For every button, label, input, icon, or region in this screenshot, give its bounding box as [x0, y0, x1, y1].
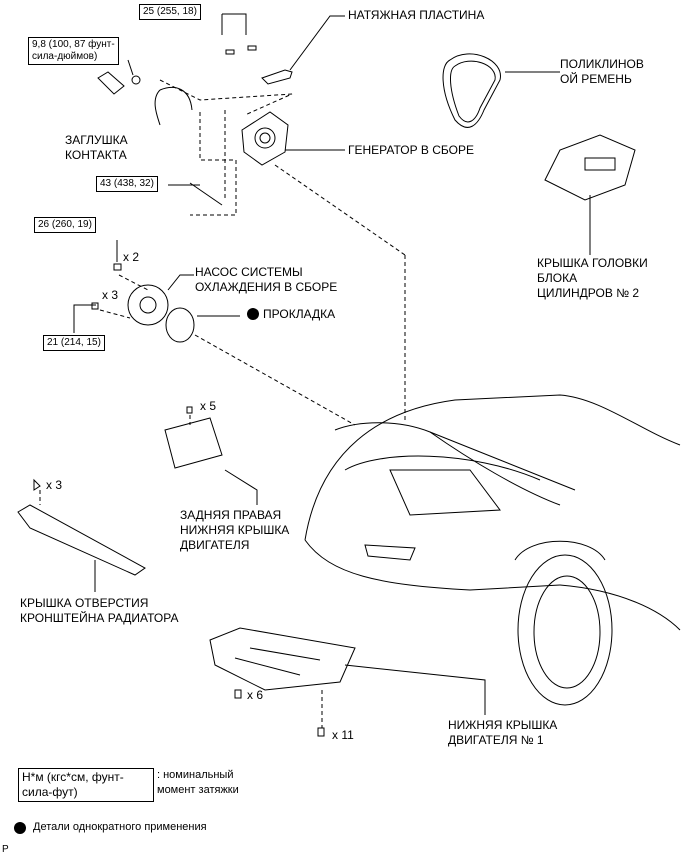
label-pump: НАСОС СИСТЕМЫ ОХЛАЖДЕНИЯ В СБОРЕ: [195, 265, 338, 294]
dash-4: [274, 164, 406, 256]
label-tension-plate: НАТЯЖНАЯ ПЛАСТИНА: [348, 8, 485, 22]
dash-1: [159, 79, 293, 116]
bolt-icon: [91, 302, 99, 310]
gasket-icon: [165, 307, 195, 343]
bolt-icon: [186, 406, 193, 414]
bolt-icon: [225, 49, 235, 55]
torque-box-pump-top: 26 (260, 19): [34, 217, 96, 233]
bolt-icon: [247, 45, 257, 51]
belt-icon: [442, 53, 501, 128]
leader-t2: [127, 59, 134, 76]
legend-single-use: Детали однократного применения: [33, 821, 207, 833]
legend-unit-desc: : номинальный момент затяжки: [157, 769, 239, 796]
torque-box-plug: 9,8 (100, 87 фунт- сила-дюймов): [28, 37, 119, 65]
leader-tension-plate: [289, 15, 345, 71]
single-use-dot: [247, 308, 259, 320]
label-plug: ЗАГЛУШКА КОНТАКТА: [65, 133, 128, 162]
label-radiator-cover: КРЫШКА ОТВЕРСТИЯ КРОНШТЕЙНА РАДИАТОРА: [20, 596, 179, 625]
bolt-icon: [33, 478, 41, 491]
dash-2: [190, 112, 237, 216]
leader-rear: [224, 469, 258, 505]
legend-unit-box: Н*м (кгс*см, фунт- сила-фут): [18, 768, 154, 802]
long-bolt-icon: [189, 182, 223, 206]
generator-icon: [241, 111, 289, 166]
torque-box-pump-side: 21 (214, 15): [43, 335, 105, 351]
legend-dot: [14, 822, 26, 834]
rear-cover-icon: [164, 417, 223, 469]
dash-7: [118, 274, 149, 291]
label-gasket: ПРОКЛАДКА: [263, 307, 336, 321]
plug-icon: [97, 71, 125, 95]
tension-plate-icon: [261, 69, 293, 85]
label-generator: ГЕНЕРАТОР В СБОРЕ: [348, 143, 474, 157]
qty-radiator: x 3: [46, 478, 63, 492]
lower-cover-icon: [209, 627, 356, 691]
qty-rear: x 5: [200, 399, 217, 413]
qty-pump-side: x 3: [102, 288, 119, 302]
leader-t1: [222, 13, 247, 35]
label-belt: ПОЛИКЛИНОВ ОЙ РЕМЕНЬ: [560, 57, 644, 86]
corner-mark: P: [2, 844, 9, 855]
torque-box-long-bolt: 43 (438, 32): [96, 176, 158, 192]
radiator-cover-icon: [17, 504, 146, 576]
label-head-cover: КРЫШКА ГОЛОВКИ БЛОКА ЦИЛИНДРОВ № 2: [537, 256, 648, 300]
qty-pump-top: x 2: [123, 250, 140, 264]
torque-box-tension: 25 (255, 18): [139, 4, 201, 20]
qty-lower-b: x 11: [332, 728, 354, 742]
dash-8: [99, 309, 131, 319]
wheel-icon: [517, 554, 613, 706]
car-body-icon: [304, 394, 681, 541]
bolt-icon: [234, 689, 242, 699]
nut-icon: [131, 75, 141, 85]
bolt-icon: [317, 727, 325, 737]
dash-6: [194, 334, 356, 426]
label-lower-cover: НИЖНЯЯ КРЫШКА ДВИГАТЕЛЯ № 1: [448, 718, 558, 747]
bolt-icon: [113, 263, 122, 271]
qty-lower-a: x 6: [247, 688, 264, 702]
leader-t5: [73, 304, 96, 333]
label-rear-cover: ЗАДНЯЯ ПРАВАЯ НИЖНЯЯ КРЫШКА ДВИГАТЕЛЯ: [180, 508, 290, 552]
leader-pump: [167, 274, 194, 291]
leader-lower: [344, 664, 486, 715]
harness-icon: [154, 87, 193, 126]
head-cover-icon: [544, 134, 636, 201]
water-pump-icon: [127, 284, 169, 326]
